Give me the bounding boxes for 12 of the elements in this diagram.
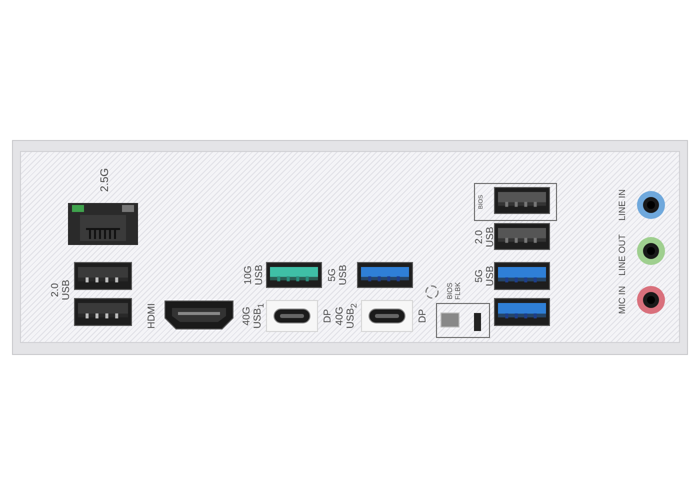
audio-label: LINE OUT — [617, 234, 627, 276]
audio-label: MIC IN — [617, 286, 627, 314]
speed-label: 2.5G — [99, 168, 111, 192]
port-label: 2.0 USB — [474, 226, 496, 248]
port-label: DP — [322, 309, 334, 323]
audio-label: LINE IN — [617, 189, 627, 221]
port-label: 5G USB — [474, 266, 496, 286]
port-label: 2.0 USB — [50, 280, 72, 300]
port-label: HDMI — [146, 303, 158, 329]
port-label: 5G USB — [327, 264, 349, 286]
port-label: 10G USB — [243, 264, 265, 286]
port-label: DP — [418, 309, 428, 323]
